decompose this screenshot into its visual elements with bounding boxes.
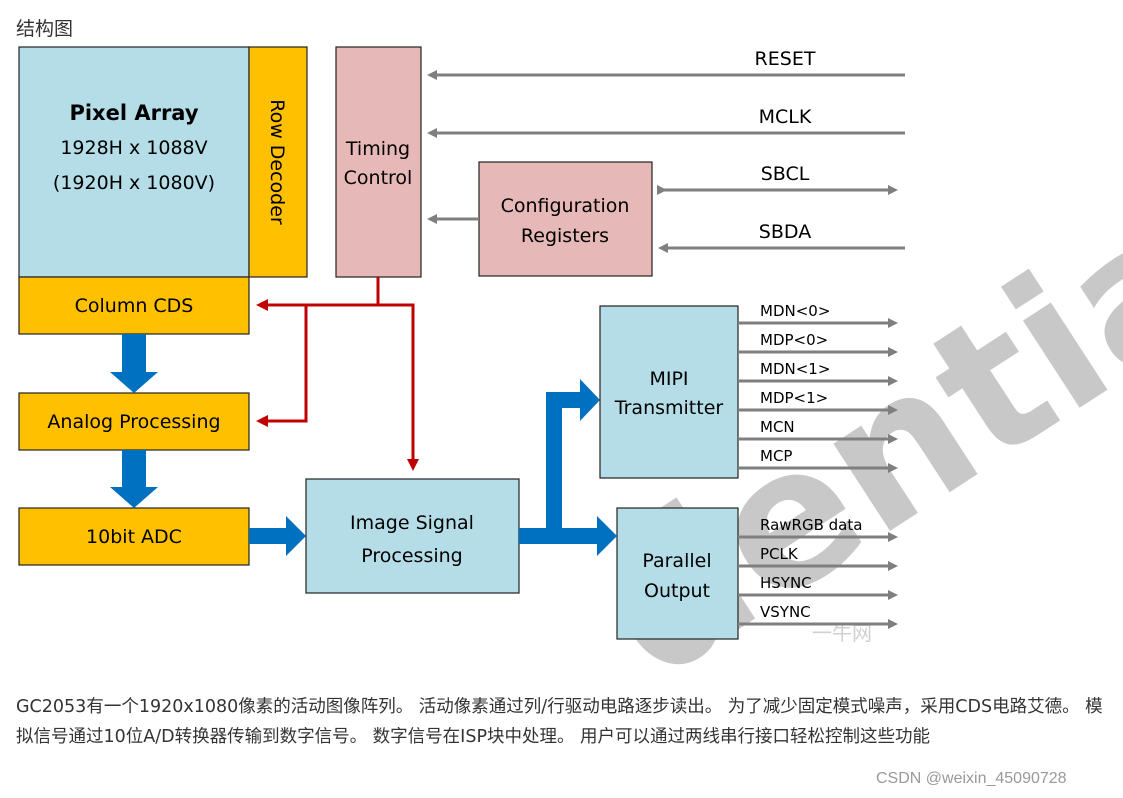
config-registers-line1: Configuration bbox=[501, 195, 630, 217]
parallel-output-line2: Output bbox=[644, 580, 710, 602]
config-registers-block bbox=[478, 161, 653, 277]
sbda-label: SBDA bbox=[759, 221, 811, 243]
isp-to-mipi-arrow bbox=[519, 379, 600, 528]
timing-control-block bbox=[335, 46, 422, 278]
row-decoder-block bbox=[248, 46, 308, 278]
parallel-output-line1: Parallel bbox=[642, 550, 711, 572]
mipi-output-label: MDN<0> bbox=[760, 302, 830, 320]
sbcl-label: SBCL bbox=[761, 163, 810, 185]
pixel-array-active-size: (1920H x 1080V) bbox=[53, 172, 215, 194]
timing-control-arrows bbox=[256, 277, 419, 471]
csdn-watermark: CSDN @weixin_45090728 bbox=[876, 770, 1067, 787]
timing-branch-line bbox=[376, 277, 419, 471]
mipi-line2: Transmitter bbox=[614, 397, 724, 419]
parallel-output-label: PCLK bbox=[760, 545, 799, 563]
block-diagram: dentia 一牛网 Pixel Array 1928H x 1088V (19… bbox=[18, 46, 1123, 680]
mipi-output-label: MCP bbox=[760, 447, 792, 465]
control-inputs bbox=[427, 70, 905, 253]
pixel-array-block bbox=[18, 46, 250, 278]
isp-block bbox=[305, 478, 520, 594]
mipi-output-label: MDP<0> bbox=[760, 331, 828, 349]
isp-to-parallel-arrow bbox=[519, 516, 617, 556]
parallel-output-block bbox=[616, 507, 739, 640]
mipi-output-label: MDN<1> bbox=[760, 360, 830, 378]
isp-line1: Image Signal bbox=[350, 512, 474, 534]
cds-to-analog-arrow bbox=[110, 334, 158, 393]
pixel-array-size: 1928H x 1088V bbox=[60, 137, 207, 159]
parallel-output-label: HSYNC bbox=[760, 574, 812, 592]
mipi-output-label: MCN bbox=[760, 418, 795, 436]
row-decoder-label: Row Decoder bbox=[266, 99, 288, 225]
adc-label: 10bit ADC bbox=[86, 526, 182, 548]
isp-line2: Processing bbox=[361, 545, 462, 567]
mipi-block bbox=[599, 305, 739, 479]
description-paragraph: GC2053有一个1920x1080像素的活动图像阵列。 活动像素通过列/行驱动… bbox=[16, 697, 1103, 747]
column-cds-block bbox=[18, 276, 250, 335]
mipi-output-signals: MDN<0> MDP<0> MDN<1> MDP<1> MCN MCP bbox=[738, 302, 898, 473]
config-registers-line2: Registers bbox=[521, 225, 609, 247]
parallel-output-label: RawRGB data bbox=[760, 516, 862, 534]
analog-processing-label: Analog Processing bbox=[47, 411, 220, 433]
mipi-line1: MIPI bbox=[649, 368, 688, 390]
adc-to-isp-arrow bbox=[249, 516, 306, 556]
analog-to-adc-arrow bbox=[110, 450, 158, 508]
reset-label: RESET bbox=[755, 48, 816, 70]
timing-control-line1: Timing bbox=[345, 138, 410, 160]
pixel-array-title: Pixel Array bbox=[69, 101, 198, 125]
parallel-output-label: VSYNC bbox=[760, 603, 811, 621]
mipi-output-label: MDP<1> bbox=[760, 389, 828, 407]
timing-control-line2: Control bbox=[344, 167, 413, 189]
section-heading: 结构图 bbox=[16, 18, 74, 40]
mclk-label: MCLK bbox=[759, 106, 812, 128]
timing-to-analog-arrow bbox=[256, 305, 308, 427]
column-cds-label: Column CDS bbox=[75, 295, 194, 317]
